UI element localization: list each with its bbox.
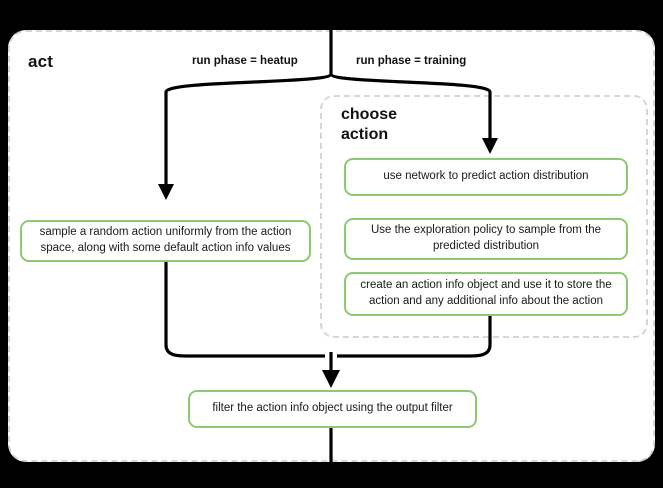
choose-action-title-line2: action [341, 126, 389, 144]
choose-action-title-line1: choose [341, 106, 398, 123]
act-title: act [28, 52, 54, 71]
node-create-action-info[interactable]: create an action info object and use it … [344, 272, 628, 316]
node-filter-action-info[interactable]: filter the action info object using the … [188, 390, 477, 428]
node-use-network-predict[interactable]: use network to predict action distributi… [344, 158, 628, 196]
node-exploration-policy-sample[interactable]: Use the exploration policy to sample fro… [344, 218, 628, 260]
edge-label-training: run phase = training [356, 55, 467, 67]
node-sample-random-action[interactable]: sample a random action uniformly from th… [20, 220, 311, 262]
choose-action-title: choose action [341, 105, 471, 146]
edge-label-heatup: run phase = heatup [192, 55, 298, 67]
